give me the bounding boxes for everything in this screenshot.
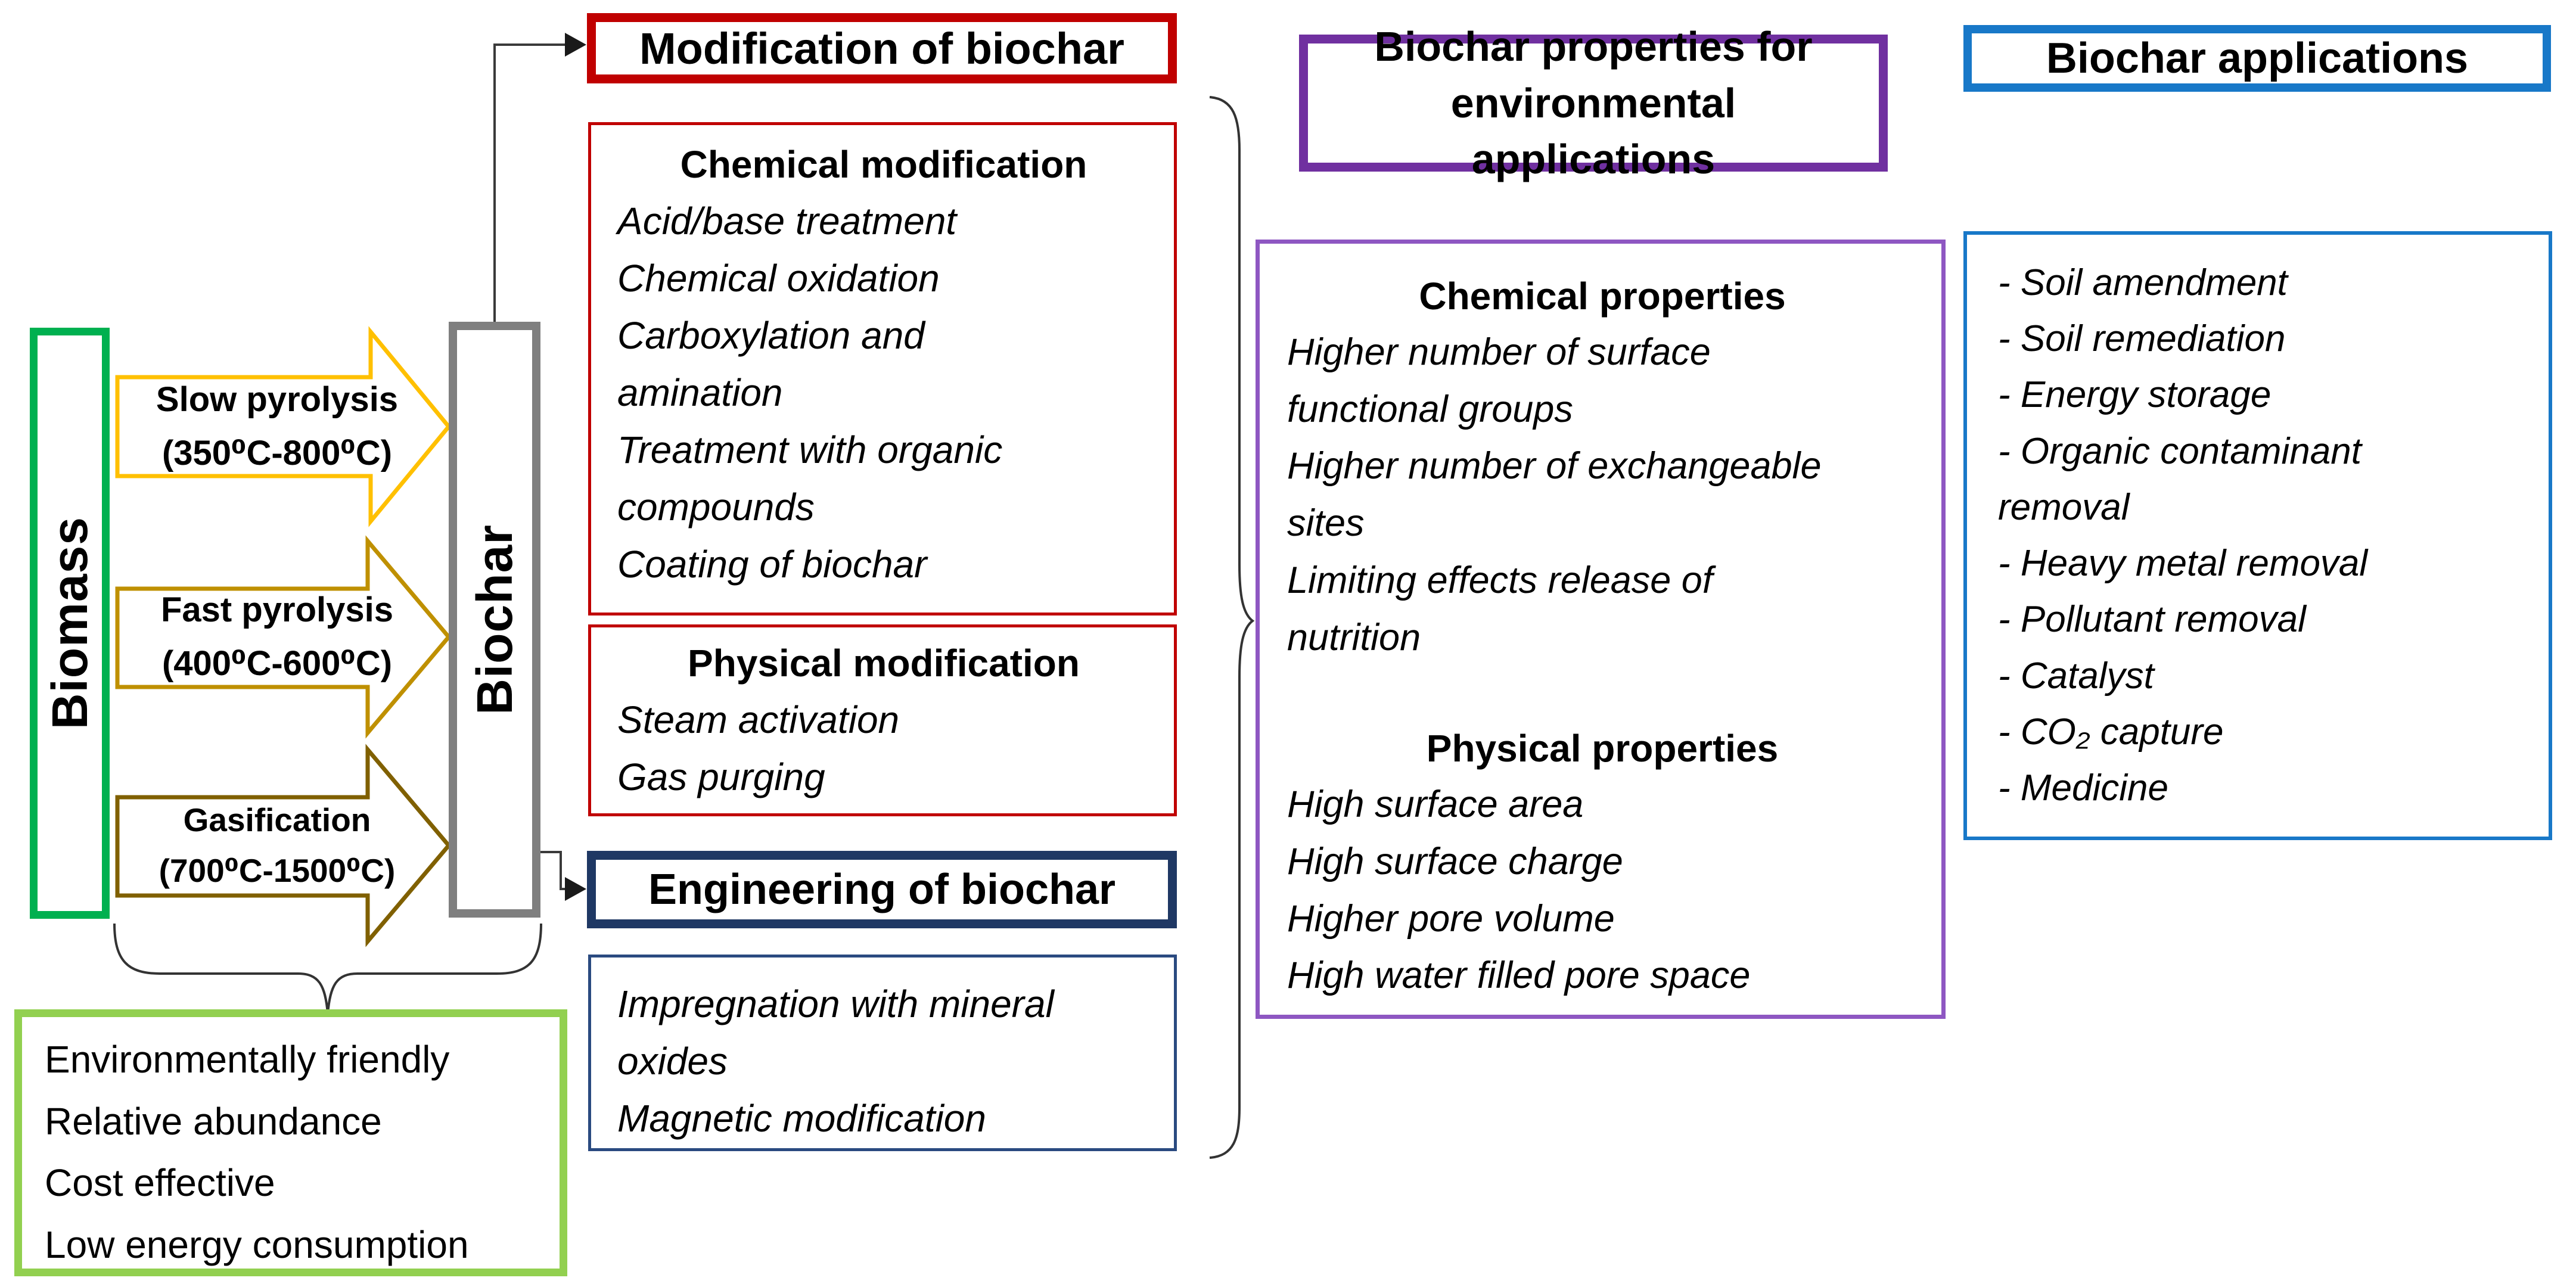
list-item: - Catalyst [1998, 655, 2154, 697]
properties-content-box: Chemical properties Higher number of sur… [1256, 240, 1946, 1019]
list-item: Treatment with organic compounds [617, 428, 1003, 529]
applications-list: - Soil amendment - Soil remediation - Ener… [1998, 255, 2471, 816]
list-item: High water filled pore space [1287, 955, 1751, 997]
list-item: - Organic contaminant removal [1998, 430, 2361, 528]
applications-list-box: - Soil amendment - Soil remediation - Ener… [1963, 231, 2552, 840]
applications-header-box: Biochar applications [1963, 25, 2551, 92]
list-item: - Energy storage [1998, 374, 2272, 416]
list-item: Low energy consumption [45, 1223, 469, 1267]
gasification-temp: (700⁰C-1500⁰C) [159, 852, 396, 889]
properties-spacer [1287, 666, 1828, 721]
list-item: Gas purging [617, 755, 825, 798]
slow-pyrolysis-arrow [115, 326, 452, 527]
list-item: Higher number of surface functional grou… [1287, 331, 1711, 430]
applications-title: Biochar applications [2046, 35, 2469, 82]
list-item: High surface area [1287, 784, 1584, 826]
connector-biochar-to-modification [493, 43, 565, 323]
gasification-label: Gasification (700⁰C-1500⁰C) [122, 789, 432, 902]
list-item: Cost effective [45, 1161, 275, 1205]
gasification-name: Gasification [183, 801, 371, 838]
list-item: - CO₂ capture [1998, 711, 2224, 753]
biochar-box: Biochar [449, 322, 540, 918]
slow-pyrolysis-name: Slow pyrolysis [156, 380, 399, 419]
list-item: Coating of biochar [617, 542, 927, 586]
modification-header-box: Modification of biochar [587, 13, 1177, 83]
fast-pyrolysis-arrow [115, 535, 452, 739]
connector-arrowhead-modification [565, 33, 586, 57]
list-item: Carboxylation and amination [617, 313, 925, 414]
physical-properties-title: Physical properties [1426, 727, 1779, 770]
slow-pyrolysis-label: Slow pyrolysis (350⁰C-800⁰C) [122, 370, 432, 483]
list-item: Environmentally friendly [45, 1038, 450, 1081]
list-item: - Heavy metal removal [1998, 543, 2368, 585]
brace-modification-to-properties [1209, 96, 1255, 1159]
slow-pyrolysis-temp: (350⁰C-800⁰C) [161, 434, 393, 472]
list-item: - Soil amendment [1998, 262, 2288, 303]
list-item: Higher number of exchangeable sites [1287, 445, 1822, 545]
fast-pyrolysis-name: Fast pyrolysis [160, 590, 394, 630]
chemical-properties-title: Chemical properties [1419, 275, 1786, 318]
engineering-title: Engineering of biochar [648, 866, 1116, 913]
list-item: Relative abundance [45, 1099, 382, 1143]
chemical-properties-list: Higher number of surface functional grou… [1287, 324, 1828, 667]
properties-title: Biochar properties for environmental app… [1374, 23, 1813, 183]
chemical-modification-box: Chemical modification Acid/base treatmen… [588, 122, 1177, 615]
list-item: - Medicine [1998, 767, 2168, 809]
list-item: Acid/base treatment [617, 199, 957, 243]
chemical-modification-title: Chemical modification [680, 143, 1087, 186]
biomass-label: Biomass [41, 517, 98, 730]
biomass-box: Biomass [30, 328, 110, 919]
physical-modification-title: Physical modification [688, 642, 1080, 685]
list-item: Chemical oxidation [617, 256, 940, 300]
gasification-arrow [115, 744, 452, 947]
list-item: Higher pore volume [1287, 897, 1615, 940]
list-item: Impregnation with mineral oxides [617, 983, 1054, 1083]
connector-biochar-to-engineering [540, 851, 565, 890]
connector-arrowhead-engineering [565, 877, 586, 901]
list-item: Magnetic modification [617, 1097, 986, 1140]
fast-pyrolysis-label: Fast pyrolysis (400⁰C-600⁰C) [122, 580, 432, 694]
modification-title: Modification of biochar [639, 23, 1124, 73]
list-item: - Soil remediation [1998, 318, 2286, 360]
properties-header-box: Biochar properties for environmental app… [1299, 23, 1888, 182]
engineering-header-box: Engineering of biochar [587, 851, 1177, 928]
biochar-label: Biochar [466, 524, 523, 715]
fast-pyrolysis-temp: (400⁰C-600⁰C) [161, 644, 393, 683]
list-item: Limiting effects release of nutrition [1287, 559, 1713, 658]
list-item: - Pollutant removal [1998, 599, 2306, 641]
list-item: High surface charge [1287, 840, 1623, 882]
list-item: Steam activation [617, 698, 900, 741]
brace-biomass-biochar-benefits [113, 923, 542, 1015]
